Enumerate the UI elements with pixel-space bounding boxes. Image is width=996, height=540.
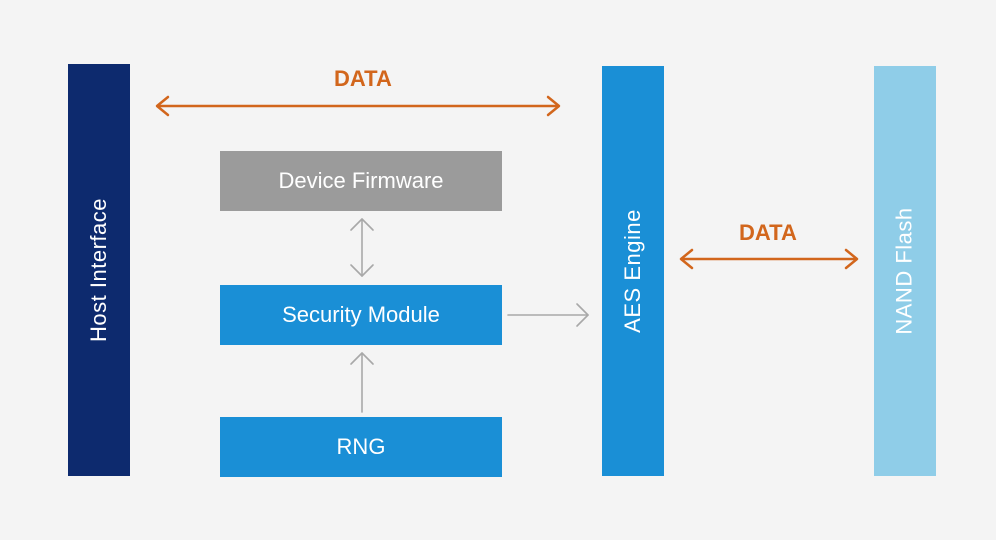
aes-nand-data-arrow (679, 248, 859, 270)
host-aes-data-arrow (155, 95, 561, 117)
security-module-label: Security Module (282, 302, 440, 327)
aes-nand-data-label: DATA (739, 220, 797, 245)
device-firmware-label: Device Firmware (278, 168, 444, 193)
aes-engine-block: AES Engine (602, 66, 664, 476)
rng-label: RNG (336, 434, 386, 459)
host-interface-block: Host Interface (68, 64, 130, 476)
rng-block: RNG (220, 417, 502, 477)
nand-flash-block: NAND Flash (874, 66, 936, 476)
rng-security-arrow (350, 352, 374, 413)
host-aes-data-label: DATA (334, 66, 392, 91)
security-module-block: Security Module (220, 285, 502, 345)
device-firmware-block: Device Firmware (220, 151, 502, 211)
security-aes-arrow (507, 303, 589, 327)
firmware-security-arrow (350, 218, 374, 277)
